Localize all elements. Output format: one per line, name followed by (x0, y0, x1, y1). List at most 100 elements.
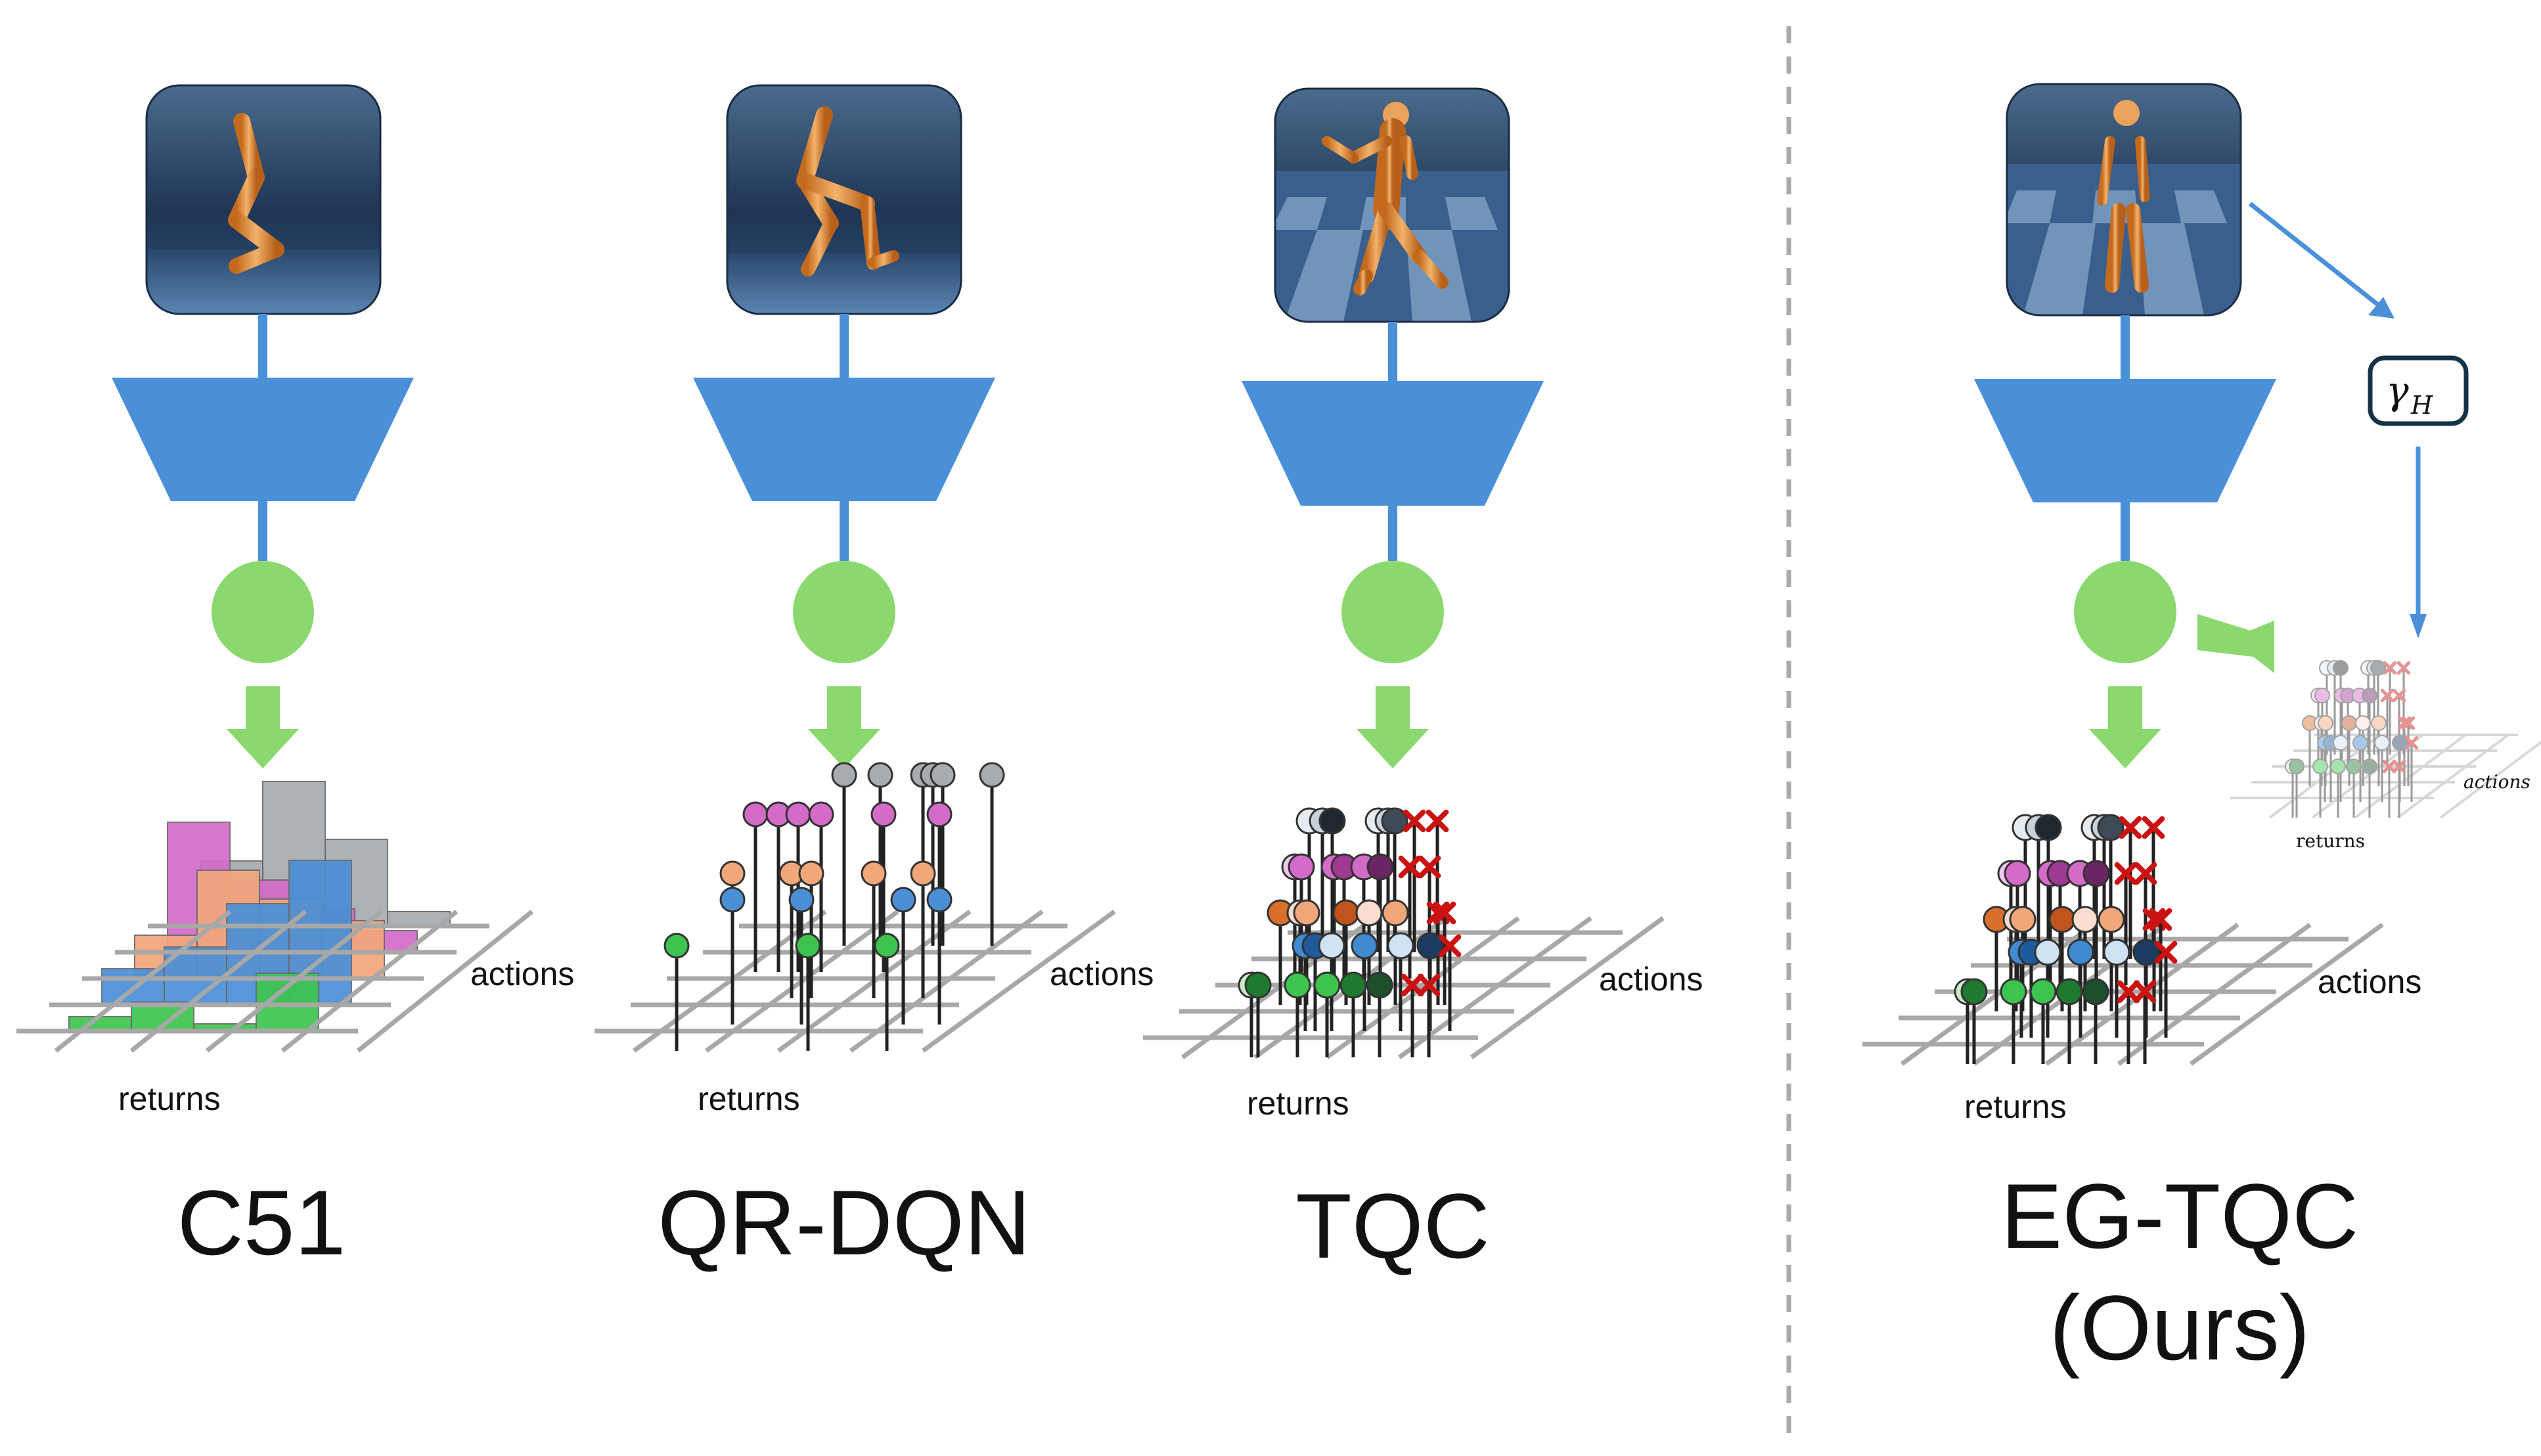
quantile-dot (926, 887, 953, 913)
quantile-dot (2318, 715, 2333, 731)
quantile-dot (719, 860, 746, 887)
quantile-dot (2285, 759, 2301, 774)
quantile-dot (2334, 688, 2350, 703)
c51-actions-label: actions (470, 956, 574, 992)
quantile-dot (1244, 971, 1272, 999)
tqc-returns-label: returns (1247, 1085, 1349, 1122)
method-name-egtqc: EG-TQC (2001, 1164, 2358, 1268)
quantile-dot (1387, 932, 1414, 960)
quantile-dot (1318, 807, 1346, 835)
quantile-dot (2314, 715, 2329, 731)
pipeline-tqc (1242, 322, 1544, 768)
quantile-dot (2004, 860, 2031, 887)
quantile-dot (1293, 899, 1320, 927)
down-arrow-icon (1357, 686, 1429, 768)
quantile-dot (2346, 759, 2362, 774)
egtqc-future-returns-label: returns (2296, 830, 2365, 852)
red-x-icon (1401, 973, 1424, 997)
egtqc-future-actions-label: actions (2463, 771, 2530, 793)
quantile-dot (2370, 660, 2386, 676)
grid-line (356, 910, 534, 1053)
quantile-dot (2103, 938, 2130, 966)
grid-line (129, 910, 307, 1053)
egtqc-future-quantiles (2230, 660, 2541, 819)
humanoid-figure-icon (1322, 102, 1449, 296)
quantile-dot (2009, 906, 2036, 933)
pipeline-egtqc (1974, 315, 2276, 768)
quantile-dot (1355, 899, 1383, 927)
hopper-figure-icon (221, 113, 295, 274)
grid (1862, 923, 2384, 1066)
circle-node-icon (212, 561, 314, 663)
quantile-dot (663, 933, 690, 959)
quantile-dot (2374, 735, 2390, 751)
quantile-dot (2071, 906, 2099, 933)
quantile-dot (2000, 978, 2027, 1005)
quantile-dot (2352, 735, 2368, 751)
quantile-dot (2317, 735, 2333, 751)
red-x-icon (1417, 973, 1441, 997)
quantile-dot (788, 887, 815, 913)
grid-line (2268, 733, 2382, 819)
red-x-icon (2392, 759, 2406, 774)
quantile-dot (2362, 759, 2377, 774)
grid-line (281, 910, 459, 1053)
red-x-icon (2382, 759, 2396, 774)
quantile-points (1954, 814, 2178, 1064)
pipeline-qrdqn (693, 314, 995, 768)
gamma-path: γ H (2248, 202, 2469, 638)
red-x-icon (1426, 809, 1449, 833)
quantile-dot (2333, 660, 2349, 676)
walker-figure-icon (782, 106, 899, 276)
quantile-dot (874, 933, 900, 959)
environment-image-tqc (1274, 87, 1510, 323)
quantile-dot (870, 801, 897, 827)
gamma-subscript: H (2410, 391, 2433, 420)
red-x-icon (2397, 716, 2412, 730)
quantile-dot (1313, 971, 1341, 999)
quantile-dot (808, 801, 834, 827)
red-x-icon (2401, 716, 2416, 730)
quantile-dot (867, 762, 893, 788)
red-x-icon (2396, 661, 2411, 675)
red-x-icon (2154, 940, 2178, 964)
red-x-icon (2380, 688, 2395, 703)
quantile-dot (2082, 860, 2110, 887)
quantile-dot (2362, 688, 2377, 703)
quantile-dot (2302, 715, 2318, 731)
down-arrow-icon (808, 686, 880, 768)
quantile-dot (1960, 978, 1988, 1005)
red-x-icon (1418, 855, 1441, 879)
quantile-dot (2132, 938, 2160, 966)
red-x-icon (2114, 862, 2138, 885)
egtqc-returns-label: returns (1964, 1088, 2067, 1125)
quantile-dot (1366, 971, 1393, 999)
red-x-icon (1398, 855, 1422, 879)
grid-line (2354, 733, 2467, 819)
red-x-icon (2133, 980, 2157, 1004)
down-arrow-icon (2089, 686, 2161, 768)
quantile-dot (930, 762, 956, 788)
quantile-dot (2035, 814, 2062, 841)
qrdqn-quantiles (595, 762, 1116, 1053)
quantile-dot (1332, 899, 1360, 927)
quantile-dot (1381, 807, 1408, 835)
grid-line (2439, 740, 2541, 819)
quantile-dot (1288, 853, 1315, 881)
method-subtitle-egtqc: (Ours) (2050, 1276, 2310, 1379)
quantile-dot (2341, 715, 2357, 731)
grid-line (54, 910, 232, 1053)
quantile-dot (719, 887, 746, 913)
quantile-dot (910, 860, 936, 887)
red-x-icon (1438, 934, 1462, 958)
quantile-dot (2048, 906, 2076, 933)
grid-line (632, 910, 827, 1053)
red-x-icon (2117, 980, 2140, 1004)
method-name-tqc: TQC (1295, 1174, 1490, 1277)
grid-line (2117, 923, 2312, 1066)
quantile-dot (2352, 688, 2368, 703)
red-x-icon (1403, 809, 1426, 833)
quantile-dot (1366, 853, 1394, 881)
quantile-dot (2098, 906, 2125, 933)
